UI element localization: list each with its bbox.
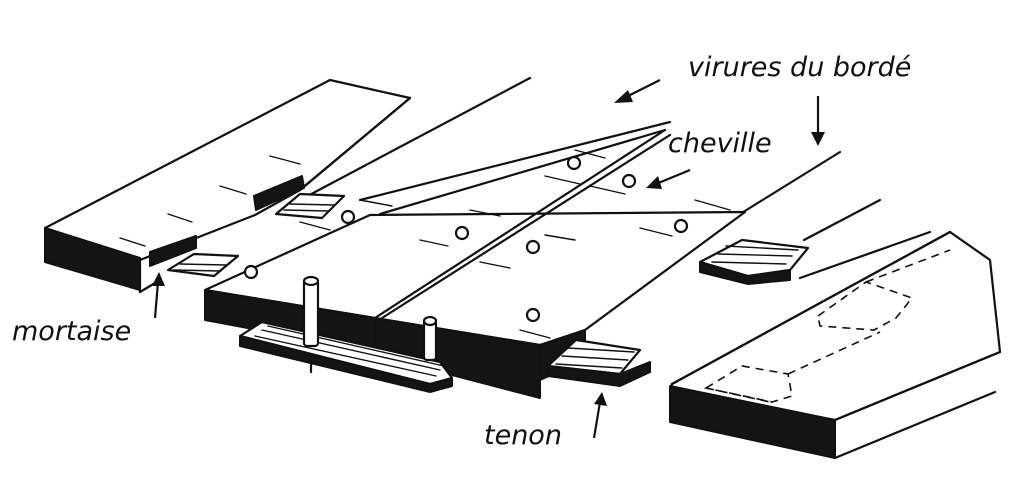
right-plank (668, 230, 1002, 460)
loose-tenon-with-pegs (238, 275, 454, 393)
peg-hole (525, 239, 541, 255)
left-plank (43, 78, 412, 294)
label-cheville: cheville (668, 128, 772, 159)
arrow-mortaise (152, 272, 165, 319)
peg-hole (454, 225, 470, 241)
arrow-tenon (592, 392, 607, 439)
arrow-planking-down (811, 96, 825, 146)
arrow-cheville (646, 168, 691, 189)
label-virures-du-borde: virures du bordé (688, 52, 911, 83)
tenons (166, 192, 810, 387)
label-tenon: tenon (484, 420, 562, 451)
label-mortaise: mortaise (12, 316, 131, 347)
peg-hole (243, 264, 259, 280)
mortise-slot (149, 235, 197, 267)
peg-holes (243, 155, 689, 323)
tenon (274, 192, 346, 220)
planking-strips (298, 76, 932, 280)
peg-hole (621, 173, 637, 189)
arrow-planking-left (614, 79, 661, 103)
peg-hole (673, 218, 689, 234)
peg-hole (525, 307, 541, 323)
peg-hole (340, 209, 356, 225)
peg-hole (566, 155, 582, 171)
